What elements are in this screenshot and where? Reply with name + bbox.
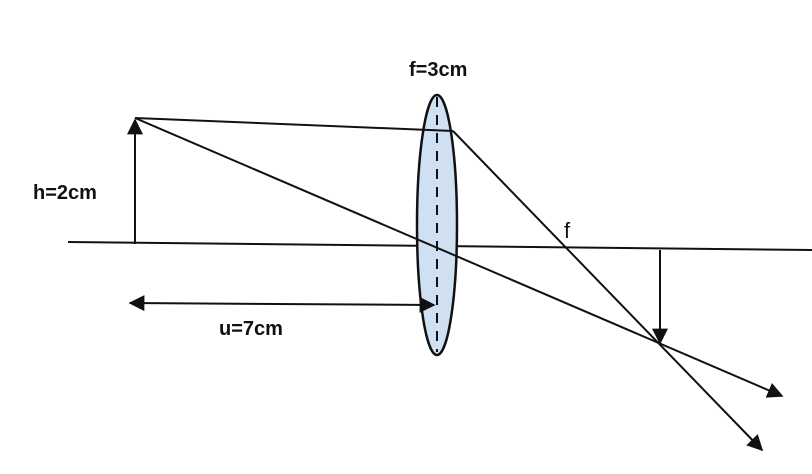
object-height-label: h=2cm bbox=[33, 182, 97, 204]
central-ray bbox=[134, 117, 784, 398]
object-distance-label: u=7cm bbox=[219, 318, 283, 340]
focal-length-label: f=3cm bbox=[409, 59, 468, 81]
focal-point-label: f bbox=[564, 218, 571, 243]
parallel-ray-refracted bbox=[452, 130, 764, 452]
object-distance-arrow bbox=[128, 295, 436, 313]
parallel-ray-incident bbox=[134, 117, 454, 132]
